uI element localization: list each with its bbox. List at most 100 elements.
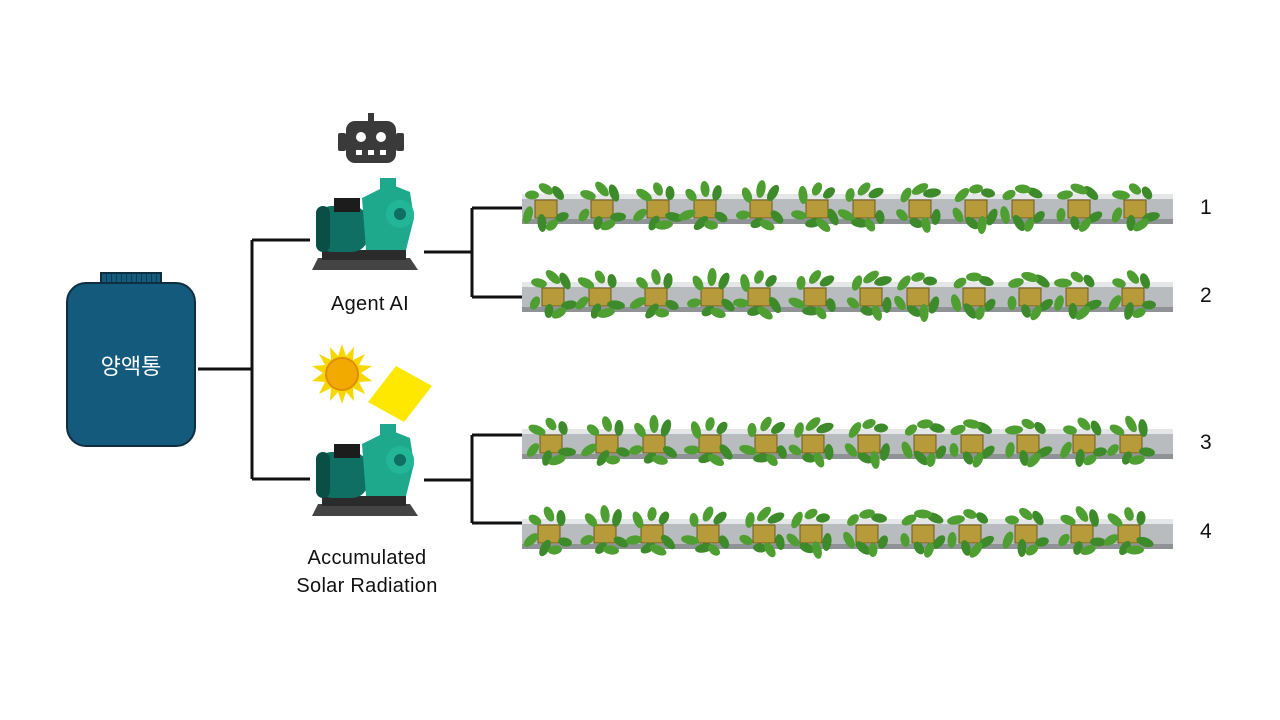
leaf: [846, 297, 860, 309]
leaf: [1112, 190, 1130, 200]
leaf: [528, 514, 542, 526]
leaf: [932, 535, 946, 549]
leaf: [947, 515, 965, 525]
leaf: [1002, 531, 1014, 549]
leaf: [1054, 278, 1072, 288]
leaf: [539, 539, 551, 557]
plant-cube: [1054, 271, 1102, 320]
leaf: [860, 306, 874, 316]
leaf: [1138, 419, 1148, 437]
leaf: [721, 298, 735, 312]
leaf: [1008, 278, 1024, 288]
leaf: [1128, 183, 1142, 195]
leaf: [684, 445, 700, 455]
leaf: [561, 300, 577, 310]
leaf: [1126, 215, 1136, 231]
leaf: [1124, 507, 1134, 521]
leaf: [1075, 306, 1091, 320]
leaf: [558, 421, 568, 435]
leaf: [558, 447, 576, 457]
leaf: [629, 445, 643, 455]
leaf: [665, 186, 675, 200]
plant-cube: [843, 509, 889, 557]
leaf: [548, 454, 566, 466]
leaf: [733, 298, 749, 308]
leaf: [819, 275, 835, 287]
leaf: [1034, 421, 1046, 435]
leaf: [736, 210, 750, 220]
leaf: [529, 296, 541, 310]
leaf: [580, 190, 596, 200]
tank-to-pumps-connector: [198, 238, 310, 481]
leaf: [1058, 533, 1070, 547]
leaf: [1136, 536, 1154, 548]
leaf: [603, 545, 619, 555]
plant-cube: [837, 182, 885, 232]
leaf: [765, 274, 777, 288]
leaf: [1124, 302, 1134, 320]
leaf: [1089, 509, 1099, 527]
leaf: [767, 512, 785, 524]
leaf: [537, 214, 547, 232]
leaf: [610, 212, 626, 222]
plant-cube: [1005, 418, 1053, 468]
leaf: [901, 441, 913, 459]
leaf: [575, 296, 589, 310]
leaf: [791, 511, 803, 529]
leaf: [926, 453, 936, 467]
plant-cube: [1058, 506, 1106, 555]
leaf: [1068, 303, 1078, 319]
leaf: [713, 511, 727, 525]
plant-row-1: [522, 180, 1173, 234]
leaf: [545, 219, 559, 231]
leaf: [700, 181, 710, 197]
leaf: [1126, 270, 1140, 284]
leaf: [525, 190, 539, 200]
leaf: [1005, 515, 1019, 525]
leaf: [600, 219, 616, 231]
plant-cube: [581, 416, 630, 466]
leaf: [528, 424, 546, 436]
solar-radiation-caption: Accumulated Solar Radiation: [272, 544, 462, 600]
plant-cube: [578, 181, 626, 231]
leaf: [952, 207, 964, 223]
leaf: [705, 417, 715, 431]
leaf: [788, 444, 802, 456]
leaf: [1093, 447, 1107, 457]
leaf: [953, 277, 967, 289]
plant-cube: [526, 417, 576, 466]
leaf: [868, 543, 878, 557]
leaf: [1090, 537, 1106, 547]
leaf: [870, 451, 880, 469]
plant-cube: [1111, 183, 1160, 232]
leaf: [962, 451, 974, 465]
leaf: [555, 212, 569, 222]
leaf: [548, 545, 562, 555]
leaf: [1024, 218, 1034, 232]
leaf: [1060, 441, 1072, 459]
leaf: [1136, 511, 1146, 525]
plant-cube: [950, 272, 996, 320]
leaf: [1108, 295, 1122, 311]
leaf: [578, 208, 590, 222]
plant-cube: [952, 184, 998, 234]
leaf: [594, 270, 606, 284]
leaf: [815, 218, 831, 232]
leaf: [1057, 190, 1073, 200]
leaf: [660, 419, 672, 437]
leaf: [857, 452, 873, 464]
leaf: [1103, 534, 1119, 546]
leaf: [914, 509, 932, 519]
leaf: [678, 209, 696, 221]
leaf: [596, 450, 610, 466]
leaf: [1140, 273, 1150, 289]
plant-cube: [678, 181, 728, 231]
pump-agent-ai-icon: [312, 178, 418, 270]
leaf: [1019, 507, 1033, 521]
leaf: [766, 184, 780, 202]
leaf: [662, 446, 678, 458]
plant-cube: [1060, 417, 1107, 467]
robot-icon: [338, 113, 404, 163]
leaf: [606, 455, 620, 465]
